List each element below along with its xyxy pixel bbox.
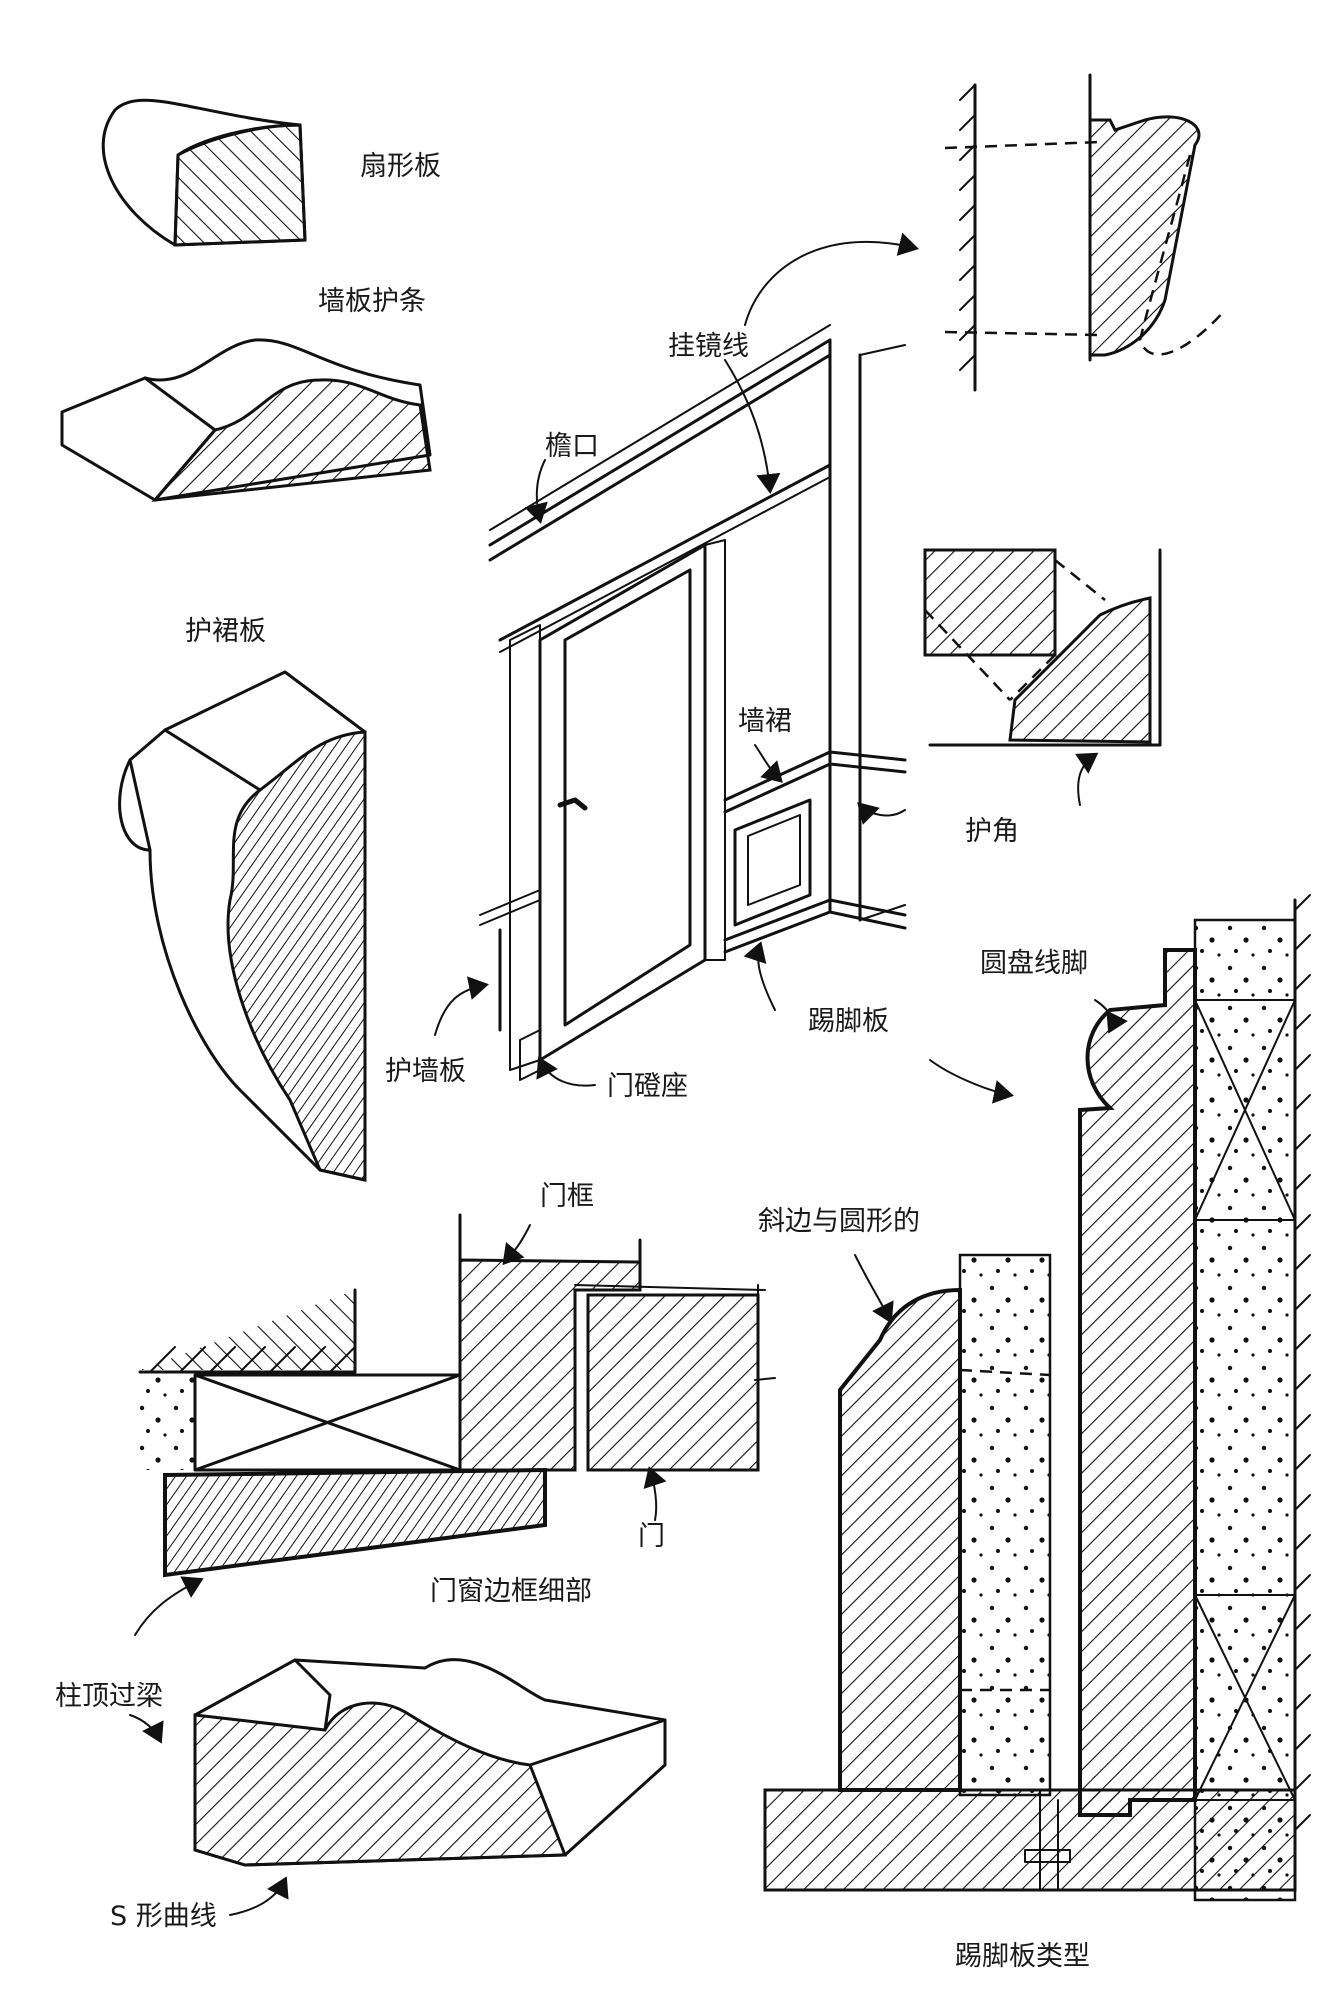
fan-board-drawing	[101, 98, 307, 247]
label-dado: 墙裙	[738, 706, 792, 737]
label-s-curve: S 形曲线	[110, 1901, 217, 1932]
skirting-types-detail	[763, 894, 1311, 1902]
corner-guard-detail	[923, 548, 1162, 806]
label-door: 门	[638, 1521, 665, 1552]
label-mirror-line: 挂镜线	[668, 331, 749, 362]
label-disc-base: 圆盘线脚	[980, 948, 1088, 979]
frame-detail-drawing	[134, 1213, 776, 1636]
label-corner-guard: 护角	[965, 816, 1019, 847]
lintel-drawing	[129, 1658, 667, 1916]
label-eave: 檐口	[545, 431, 599, 462]
picture-rail-detail	[944, 73, 1226, 392]
label-door-frame: 门框	[540, 1181, 594, 1212]
dado-board-drawing	[118, 670, 367, 1182]
wainscot-cap-drawing	[60, 338, 432, 502]
label-wall-panel: 护墙板	[385, 1056, 466, 1087]
label-dado-board: 护裙板	[185, 616, 266, 647]
label-skirting: 踢脚板	[808, 1006, 889, 1037]
label-window-frame-detail: 门窗边框细部	[430, 1576, 592, 1607]
label-skirting-types: 踢脚板类型	[955, 1941, 1090, 1972]
label-door-stop: 门磴座	[607, 1071, 688, 1102]
label-wainscot-cap: 墙板护条	[318, 286, 426, 317]
interior-elevation-drawing	[434, 232, 919, 1087]
label-bevel-round: 斜边与圆形的	[758, 1206, 920, 1237]
label-fan-board: 扇形板	[360, 151, 441, 182]
label-lintel: 柱顶过梁	[55, 1681, 163, 1712]
